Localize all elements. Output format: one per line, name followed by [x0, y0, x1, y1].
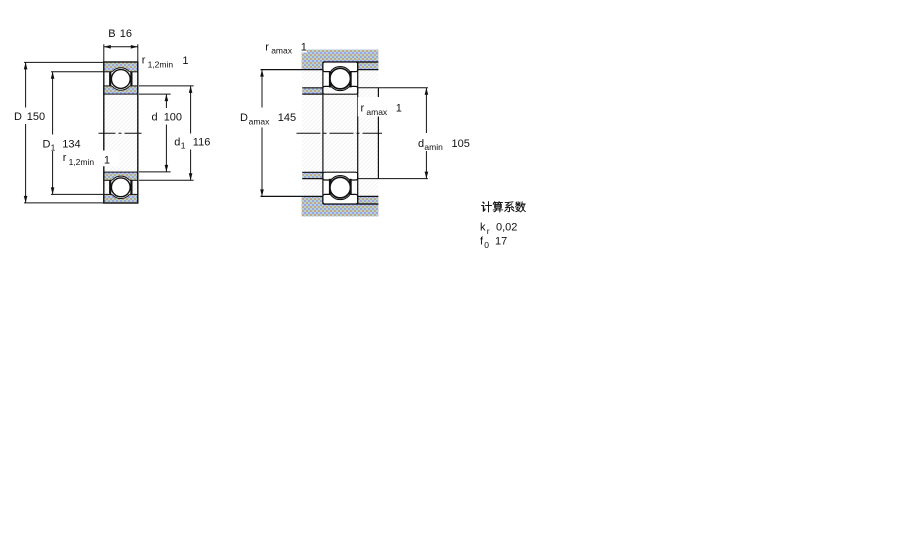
cross-section-view — [98, 61, 143, 204]
cjk-glyph-xi — [503, 201, 515, 213]
shaft-shoulder-bottom — [302, 172, 323, 179]
ball-bottom — [329, 176, 352, 199]
cjk-glyph-shu — [515, 201, 526, 213]
housing-block-bottom-right — [357, 196, 379, 204]
cross-section-dimensions — [23, 44, 194, 204]
shaft-shoulder-top — [302, 87, 323, 95]
housing-bottom-section — [301, 204, 379, 217]
calculation-factors-heading-text: 计算系数 — [481, 200, 526, 214]
cjk-glyph-ji — [481, 201, 492, 213]
housing-top-section — [301, 49, 379, 62]
housing-block-top-right — [357, 62, 379, 70]
cjk-glyph-suan — [492, 201, 504, 213]
ball-top — [110, 68, 131, 90]
mounting-dimensions — [260, 40, 429, 197]
ball-top — [329, 67, 352, 90]
housing-shoulder-top — [301, 62, 323, 70]
bearing-outline — [103, 61, 139, 204]
mounting-view — [260, 49, 428, 217]
housing-shoulder-bottom — [301, 196, 323, 204]
calculation-factors-heading: 计算系数 — [481, 200, 526, 214]
ball-bottom — [110, 177, 131, 198]
